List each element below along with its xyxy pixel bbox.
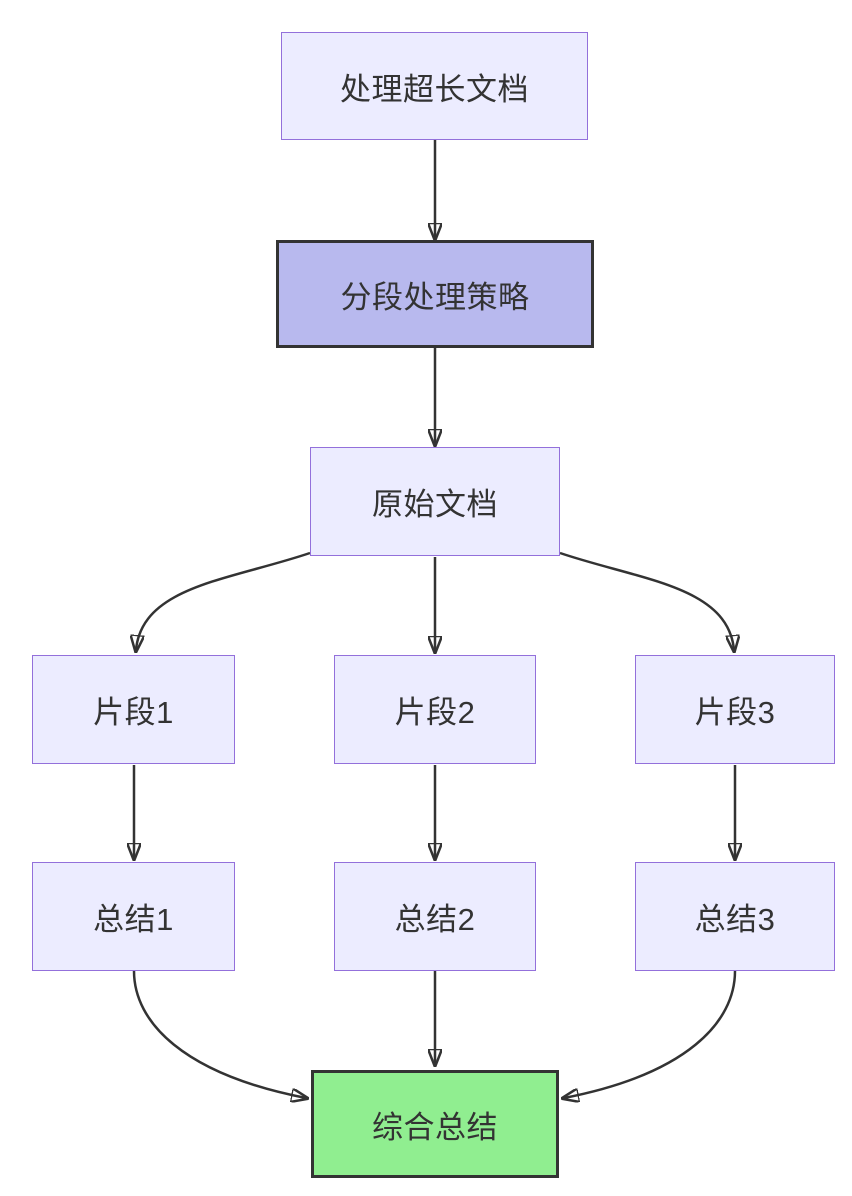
node-summary3-label: 总结3	[694, 902, 776, 937]
node-strategy: 分段处理策略	[276, 240, 594, 348]
node-start: 处理超长文档	[281, 32, 588, 140]
node-summary1: 总结1	[32, 862, 235, 971]
node-final: 综合总结	[311, 1070, 559, 1178]
edge-summary1-to-final	[132, 970, 306, 1098]
node-segment2-label: 片段2	[394, 695, 476, 730]
node-segment2: 片段2	[334, 655, 536, 764]
node-strategy-label: 分段处理策略	[340, 279, 530, 315]
edge-original-to-segment3	[559, 551, 734, 650]
node-segment3: 片段3	[635, 655, 835, 764]
node-final-label: 综合总结	[372, 1109, 498, 1145]
node-segment1-label: 片段1	[93, 695, 174, 730]
node-segment3-label: 片段3	[694, 695, 776, 730]
edge-summary3-to-final	[564, 970, 737, 1098]
node-original: 原始文档	[310, 447, 560, 556]
node-original-label: 原始文档	[372, 487, 498, 522]
node-summary3: 总结3	[635, 862, 835, 971]
node-segment1: 片段1	[32, 655, 235, 764]
node-summary2: 总结2	[334, 862, 536, 971]
edge-original-to-segment1	[136, 551, 311, 650]
node-summary2-label: 总结2	[394, 902, 476, 937]
node-start-label: 处理超长文档	[340, 71, 529, 107]
node-summary1-label: 总结1	[93, 902, 174, 937]
